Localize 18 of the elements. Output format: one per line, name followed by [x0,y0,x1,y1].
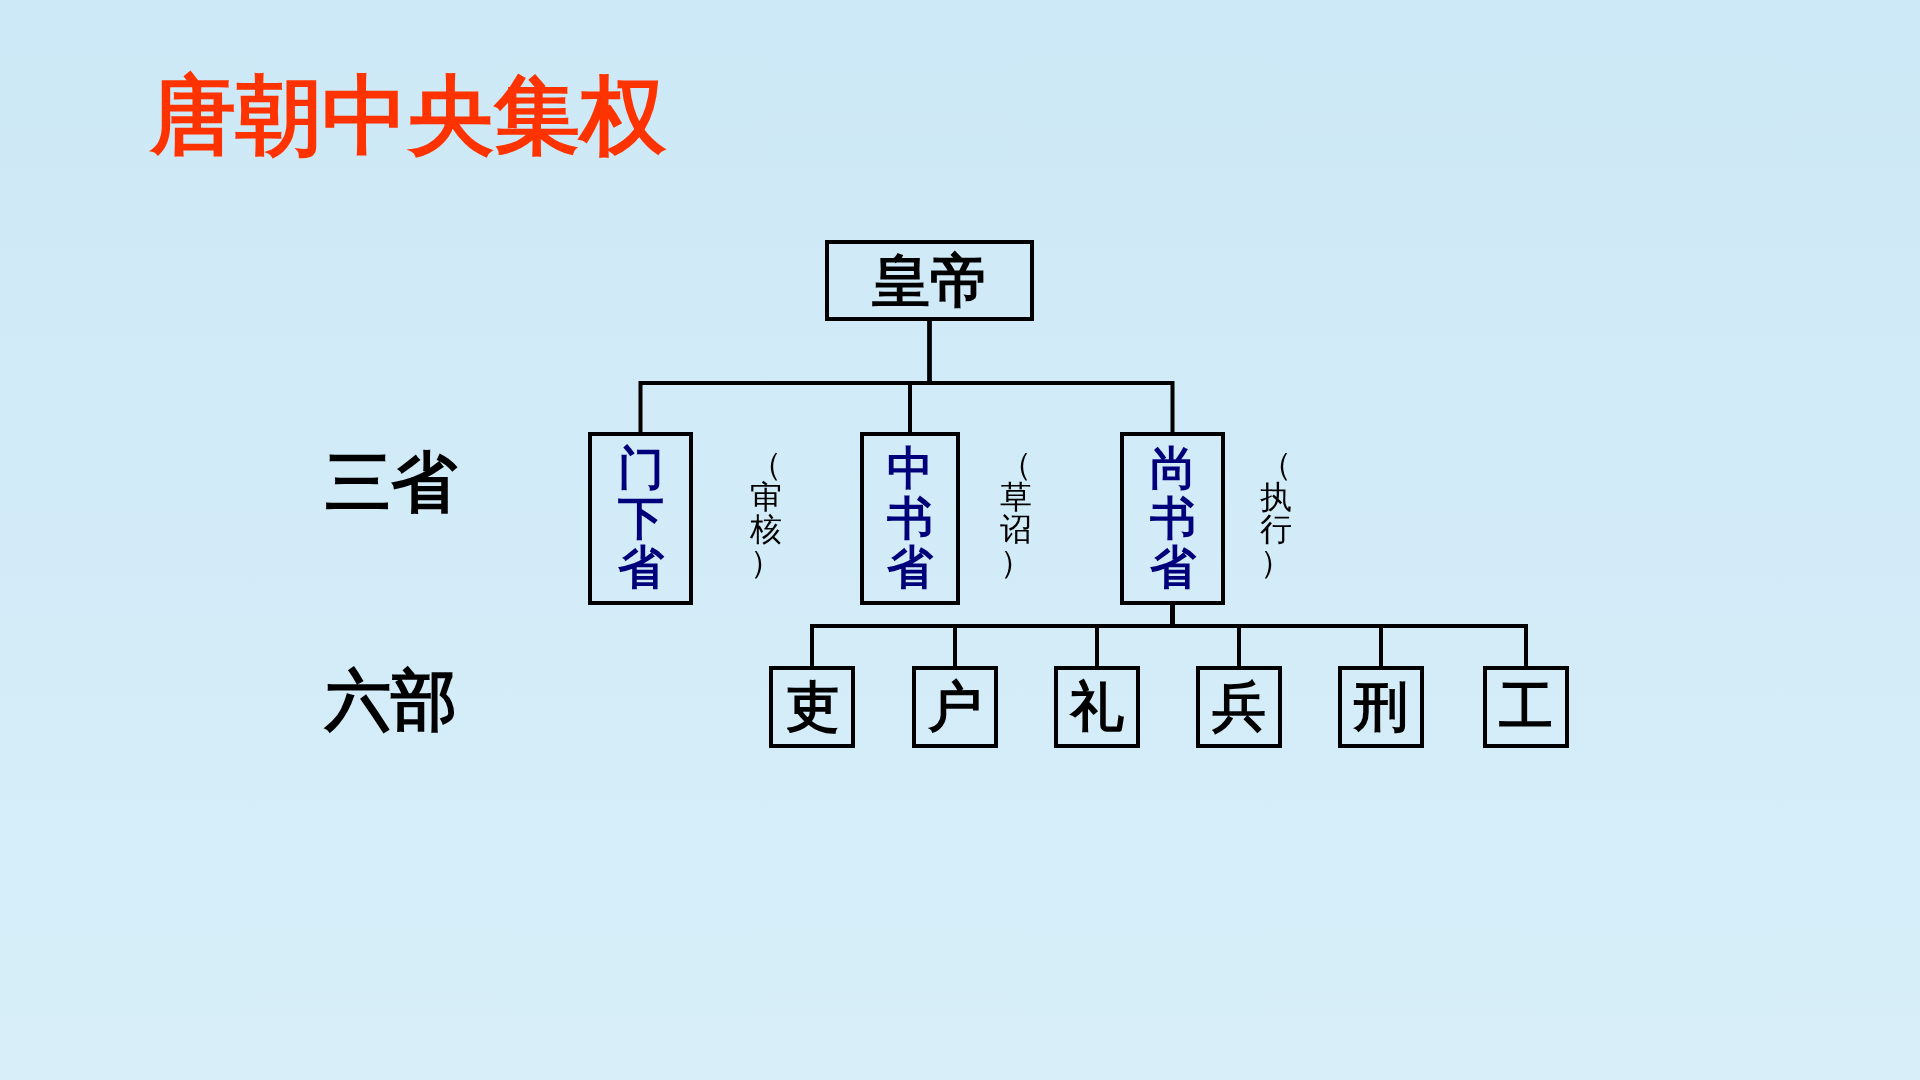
note-text: （执行） [1259,448,1293,579]
row-label: 三省 [325,450,457,516]
department-box: 刑 [1338,666,1424,748]
department-box: 工 [1483,666,1569,748]
department-box: 礼 [1054,666,1140,748]
department-box: 吏 [769,666,855,748]
title: 唐朝中央集权 [150,72,666,158]
connector-line [1170,605,1528,666]
connector-line [927,321,1175,432]
department-box: 兵 [1196,666,1282,748]
row-label: 六部 [325,668,457,734]
department-box: 户 [912,666,998,748]
ministry-box: 门下省 [588,432,693,605]
note-text: （草诏） [999,448,1033,579]
ministry-box: 尚书省 [1120,432,1225,605]
ministry-box: 中书省 [860,432,960,605]
emperor-box: 皇帝 [825,240,1034,321]
note-text: （审核） [749,448,783,579]
